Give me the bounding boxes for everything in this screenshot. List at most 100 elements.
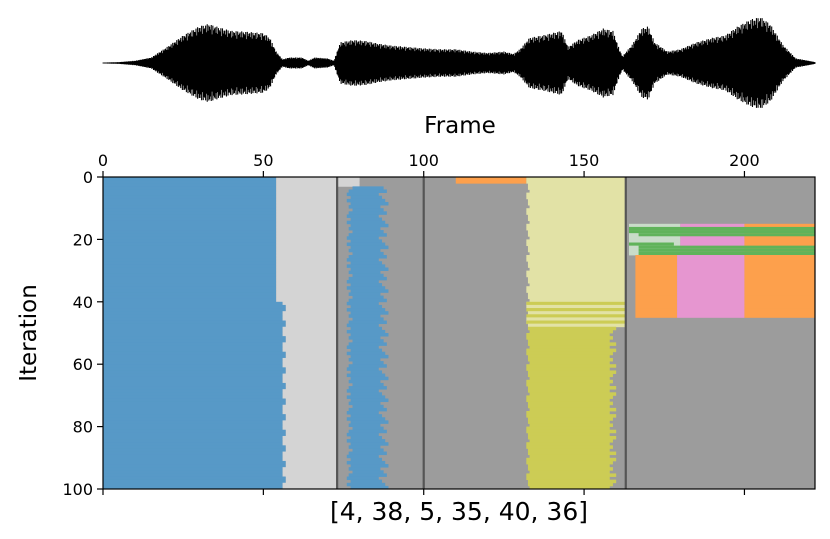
heatmap-cell bbox=[527, 326, 617, 331]
heatmap-cell bbox=[677, 289, 745, 293]
heatmap-cell bbox=[526, 379, 613, 384]
heatmap-cell bbox=[635, 308, 678, 312]
heatmap-cell bbox=[635, 289, 678, 293]
heatmap-cell bbox=[744, 286, 815, 290]
heatmap-cell bbox=[103, 273, 277, 278]
heatmap-cell bbox=[677, 311, 745, 315]
heatmap-cell bbox=[282, 333, 338, 337]
heatmap-cell bbox=[527, 339, 610, 343]
heatmap-cell bbox=[744, 255, 815, 259]
heatmap-cell bbox=[527, 323, 626, 328]
heatmap-cell bbox=[346, 417, 386, 421]
heatmap-cell bbox=[103, 279, 277, 284]
heatmap-cell bbox=[526, 351, 613, 356]
plot-area bbox=[103, 177, 815, 490]
heatmap-cell bbox=[103, 464, 286, 468]
heatmap-cell bbox=[346, 279, 379, 284]
heatmap-cell bbox=[526, 239, 626, 243]
heatmap-cell bbox=[526, 195, 626, 200]
heatmap-cell bbox=[526, 398, 610, 403]
x-tick-label: 100 bbox=[408, 151, 439, 170]
heatmap-cell bbox=[282, 376, 338, 381]
heatmap-cell bbox=[677, 276, 745, 281]
heatmap-cell bbox=[276, 189, 338, 193]
heatmap-cell bbox=[276, 236, 338, 240]
heatmap-cell bbox=[526, 301, 626, 306]
heatmap-cell bbox=[276, 276, 338, 281]
heatmap-cell bbox=[103, 426, 283, 431]
heatmap-cell bbox=[527, 354, 610, 359]
heatmap-cell bbox=[103, 320, 286, 325]
x-axis-label: Frame bbox=[424, 113, 496, 139]
heatmap-cell bbox=[103, 201, 277, 206]
heatmap-cell bbox=[352, 361, 384, 365]
heatmap-cell bbox=[526, 320, 626, 325]
heatmap-cell bbox=[282, 379, 338, 384]
heatmap-cell bbox=[103, 214, 277, 218]
heatmap-cell bbox=[103, 317, 283, 321]
heatmap-cell bbox=[680, 239, 745, 243]
heatmap-cell bbox=[276, 286, 338, 290]
heatmap-cell bbox=[346, 286, 386, 290]
heatmap-cell bbox=[276, 201, 338, 206]
sequence-caption: [4, 38, 5, 35, 40, 36] bbox=[330, 497, 588, 526]
heatmap-cell bbox=[677, 267, 745, 271]
heatmap-cell bbox=[526, 460, 613, 465]
heatmap-cell bbox=[527, 311, 626, 315]
heatmap-cell bbox=[350, 333, 389, 337]
heatmap-cell bbox=[527, 432, 610, 437]
heatmap-cell bbox=[527, 230, 626, 234]
heatmap-cell bbox=[282, 317, 338, 321]
heatmap-cell bbox=[352, 186, 384, 190]
heatmap-cell bbox=[677, 283, 745, 287]
heatmap-cell bbox=[103, 445, 286, 449]
heatmap-cell bbox=[635, 283, 678, 287]
heatmap-cell bbox=[526, 333, 610, 337]
heatmap-cell bbox=[276, 255, 338, 259]
heatmap-cell bbox=[526, 211, 626, 215]
heatmap-cell bbox=[350, 267, 389, 271]
heatmap-cell bbox=[103, 432, 286, 437]
heatmap-cell bbox=[635, 279, 678, 284]
heatmap-cell bbox=[529, 298, 626, 303]
heatmap-cell bbox=[282, 348, 338, 353]
heatmap-cell bbox=[276, 208, 338, 212]
heatmap-cell bbox=[285, 464, 338, 468]
heatmap-cell bbox=[103, 392, 283, 396]
heatmap-cell bbox=[527, 342, 617, 346]
heatmap-cell bbox=[346, 482, 386, 487]
heatmap-cell bbox=[103, 401, 286, 406]
heatmap-cell bbox=[282, 311, 338, 315]
heatmap-cell bbox=[352, 448, 384, 452]
heatmap-cell bbox=[744, 304, 815, 309]
heatmap-cell bbox=[527, 479, 617, 484]
heatmap-cell bbox=[350, 457, 383, 462]
heatmap-cell bbox=[680, 242, 745, 247]
heatmap-cell bbox=[744, 298, 815, 303]
heatmap-cell bbox=[677, 270, 745, 275]
heatmap-cell bbox=[346, 351, 386, 356]
heatmap-cell bbox=[103, 258, 277, 262]
heatmap-cell bbox=[282, 301, 338, 306]
heatmap-cell bbox=[348, 298, 387, 303]
heatmap-cell bbox=[103, 470, 283, 474]
heatmap-cell bbox=[103, 295, 277, 300]
heatmap-cell bbox=[103, 339, 286, 343]
heatmap-cell bbox=[744, 223, 815, 228]
heatmap-cell bbox=[527, 464, 610, 468]
heatmap-cell bbox=[628, 242, 674, 247]
y-tick-label: 60 bbox=[73, 355, 93, 374]
heatmap-cell bbox=[350, 348, 383, 353]
heatmap-cell bbox=[526, 308, 626, 312]
heatmap-cell bbox=[346, 198, 386, 203]
heatmap-cell bbox=[680, 236, 745, 240]
heatmap-cell bbox=[276, 198, 338, 203]
heatmap-cell bbox=[527, 389, 610, 393]
heatmap-cell bbox=[348, 226, 381, 231]
heatmap-cell bbox=[103, 417, 286, 421]
heatmap-cell bbox=[526, 395, 613, 399]
heatmap-cell bbox=[350, 442, 389, 446]
heatmap-cell bbox=[526, 255, 626, 259]
heatmap-cell bbox=[526, 367, 610, 371]
heatmap-cell bbox=[285, 323, 338, 328]
